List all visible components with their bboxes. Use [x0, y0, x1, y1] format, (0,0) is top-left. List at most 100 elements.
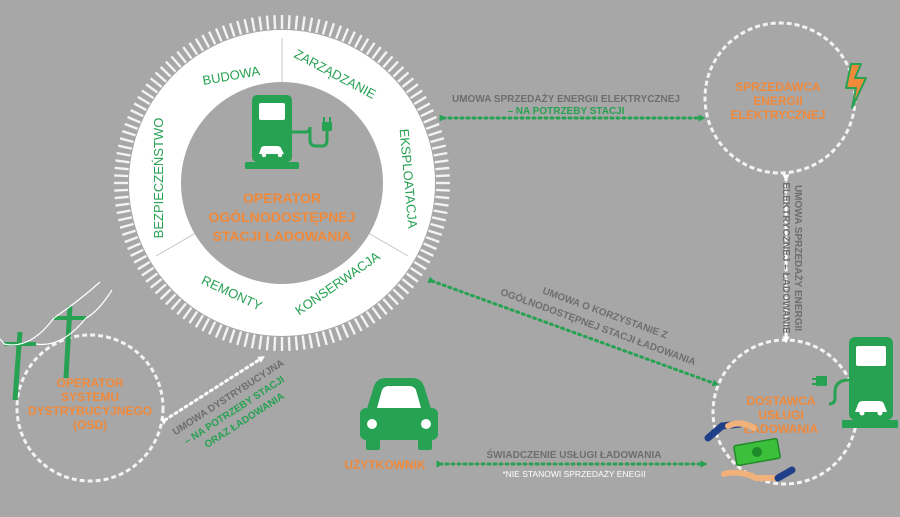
hub-tick	[428, 129, 443, 137]
hub-tick	[258, 335, 263, 350]
hub-tick	[130, 248, 144, 257]
hub-tick	[121, 129, 136, 137]
hub-tick	[149, 278, 163, 289]
hub-tick	[228, 22, 236, 37]
hub-tick	[420, 248, 434, 257]
connector-provider-user-label-2: *NIE STANOWI SPRZEDAŻY ENEGII	[502, 469, 645, 479]
hub-tick	[359, 314, 370, 328]
hub-tick	[114, 174, 129, 178]
user-node: UŻYTKOWNIK	[344, 378, 438, 472]
user-label: UŻYTKOWNIK	[344, 457, 426, 472]
hub-tick	[308, 334, 314, 349]
hub-tick	[417, 254, 431, 264]
hub-tick	[265, 15, 270, 30]
hub-tick	[170, 55, 182, 68]
hub-tick	[321, 331, 328, 346]
hub-tick	[428, 229, 443, 237]
hub-tick	[405, 272, 419, 283]
provider-line-3: ŁADOWANIA	[744, 422, 818, 436]
hub-title-line-3: STACJI ŁADOWANIA	[213, 228, 352, 244]
hub-tick	[371, 46, 382, 60]
hub-tick	[176, 302, 187, 316]
hub-tick	[382, 55, 394, 68]
hub-tick	[250, 334, 256, 349]
hub-tick	[365, 310, 376, 324]
hub-tick	[347, 31, 356, 45]
hub-tick	[431, 216, 447, 222]
hub-tick	[334, 25, 343, 40]
hub-tick	[141, 266, 155, 277]
connection-seller-provider: UMOWA SPRZEDAŻY ENERGII ELEKTRYCZNEJ – Ł…	[780, 174, 805, 344]
hub-tick	[221, 25, 230, 40]
money-exchange-icon	[704, 420, 796, 482]
hub-tick	[114, 166, 129, 171]
osd-node: OPERATOR SYSTEMU DYSTRYBUCYJNEGO (OSD)	[0, 281, 165, 483]
hub-tick	[359, 38, 370, 52]
hub-tick	[433, 151, 448, 157]
hub-tick	[430, 222, 445, 229]
hub-tick	[409, 89, 423, 100]
hub-tick	[116, 151, 131, 157]
hub-tick	[145, 272, 159, 283]
osd-line-3: DYSTRYBUCYJNEGO	[28, 404, 152, 418]
hub-tick	[115, 202, 130, 207]
hub-tick	[188, 310, 199, 324]
hub-tick	[114, 188, 129, 192]
connector-hub-provider-label-2: OGÓLNODOSTĘPNEJ STACJI ŁADOWANIA	[499, 285, 698, 368]
hub-tick	[182, 46, 193, 60]
hub-tick	[392, 66, 405, 78]
hub-tick	[208, 31, 217, 45]
hub-tick	[159, 288, 172, 300]
connection-provider-user: ŚWIADCZENIE USŁUGI ŁADOWANIA *NIE STANOW…	[436, 448, 708, 479]
hub-tick	[121, 229, 136, 237]
connector-provider-user-label-1: ŚWIADCZENIE USŁUGI ŁADOWANIA	[487, 448, 662, 461]
hub-tick	[334, 326, 343, 341]
hub-tick	[405, 83, 419, 94]
hub-tick	[119, 137, 134, 144]
hub-tick	[127, 242, 141, 251]
osd-line-4: (OSD)	[73, 418, 107, 432]
segment-bezpieczenstwo: BEZPIECZEŃSTWO	[151, 118, 166, 239]
hub-tick	[431, 144, 447, 150]
hub-tick	[387, 60, 399, 73]
hub-inner-disc	[181, 82, 383, 284]
hub-tick	[425, 122, 440, 131]
hub-tick	[430, 137, 445, 144]
connector-seller-provider-label-2: ELEKTRYCZNEJ – ŁADOWANIE	[780, 182, 791, 334]
hub-tick	[434, 159, 449, 164]
hub-tick	[133, 254, 147, 264]
hub-tick	[397, 71, 410, 83]
hub-tick	[182, 306, 193, 320]
hub-tick	[417, 102, 431, 112]
hub-tick	[321, 20, 328, 35]
hub-tick	[371, 306, 382, 320]
hub-tick	[133, 102, 147, 112]
hub-tick	[425, 235, 440, 244]
hub-tick	[188, 42, 199, 56]
hub-tick	[365, 42, 376, 56]
hub-node: BUDOWA ZARZĄDZANIE EKSPLOATACJA KONSERWA…	[114, 15, 450, 351]
connector-hub-seller-label-1: UMOWA SPRZEDAŻY ENERGII ELEKTRYCZNEJ	[452, 92, 680, 105]
hub-tick	[117, 216, 133, 222]
hub-tick	[423, 242, 437, 251]
hub-tick-ring	[114, 15, 450, 351]
hub-tick	[341, 324, 350, 338]
hub-tick	[328, 329, 336, 344]
connector-seller-provider-label-1: UMOWA SPRZEDAŻY ENERGII	[792, 185, 805, 331]
hub-tick	[214, 28, 223, 42]
hub-tick	[377, 50, 388, 64]
hub-title-line-1: OPERATOR	[243, 190, 321, 206]
hub-tick	[353, 34, 363, 48]
car-icon	[360, 378, 438, 450]
charging-station-icon	[812, 337, 898, 428]
hub-tick	[273, 15, 277, 30]
hub-tick	[194, 38, 205, 52]
hub-tick	[127, 115, 141, 124]
hub-tick	[435, 174, 450, 178]
hub-tick	[435, 188, 450, 192]
hub-tick	[433, 209, 448, 215]
seller-line-2: ENERGII	[753, 94, 802, 108]
hub-tick	[228, 329, 236, 344]
hub-tick	[243, 18, 249, 34]
